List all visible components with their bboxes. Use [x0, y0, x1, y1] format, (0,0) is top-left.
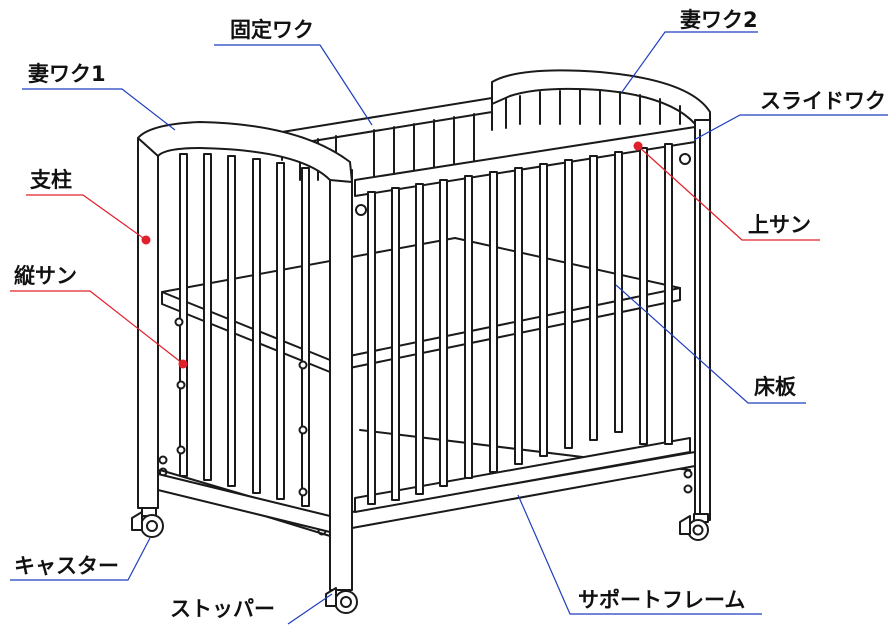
label-ue-san: 上サン [748, 213, 811, 237]
label-slide-waku: スライドワク [760, 89, 886, 113]
front-end-board [137, 121, 367, 591]
leader-kotei-waku [214, 44, 373, 126]
marker-tate-san [178, 359, 188, 369]
slide-frame-panel [354, 126, 696, 513]
casters [131, 507, 709, 614]
label-kotei-waku: 固定ワク [230, 18, 314, 42]
label-caster: キャスター [14, 554, 119, 578]
leader-caster [10, 537, 151, 581]
label-tate-san: 縦サン [14, 264, 77, 288]
back-end-board [491, 69, 711, 521]
marker-shichu [141, 235, 151, 245]
leader-stopper [287, 593, 333, 625]
label-shichu: 支柱 [30, 168, 72, 192]
leader-tate-san [10, 290, 183, 364]
leader-slide-waku [693, 114, 888, 141]
label-tsuma-waku-2: 妻ワク2 [680, 8, 758, 32]
label-support-frame: サポートフレーム [578, 588, 746, 612]
label-yukaita: 床板 [754, 375, 796, 399]
label-tsuma-waku-1: 妻ワク1 [28, 62, 106, 86]
leader-shichu [26, 194, 147, 241]
leader-tsuma-waku-2 [621, 31, 758, 93]
marker-ue-san [633, 141, 643, 151]
leader-tsuma-waku-1 [22, 88, 176, 131]
leader-ue-san [637, 145, 820, 241]
leader-yukaita [615, 284, 806, 404]
label-stopper: ストッパー [170, 597, 275, 621]
leader-support-frame [517, 494, 762, 615]
